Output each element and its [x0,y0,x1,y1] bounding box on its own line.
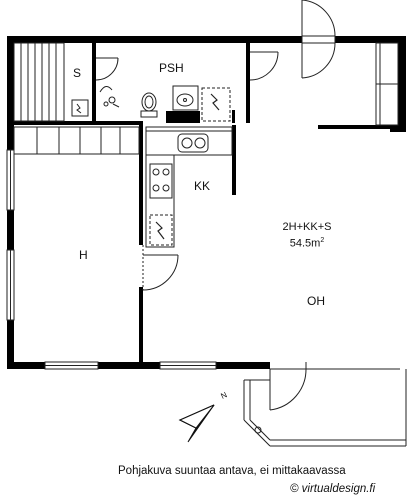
room-label-bathroom: PSH [159,61,184,75]
shower-icon [99,86,120,108]
apartment-area: 54.5m2 [270,234,344,251]
interior-walls [14,43,398,362]
apartment-type: 2H+KK+S [282,221,332,233]
windows [6,149,217,370]
sauna-benches [13,42,65,122]
area-unit: m [311,237,321,250]
washbasin-icon [172,85,199,111]
area-exponent: 2 [320,237,325,244]
footer-disclaimer: Pohjakuva suuntaa antava, ei mittakaavas… [118,465,346,477]
room-label-bedroom: H [79,248,88,262]
balcony [243,368,407,447]
bedroom-door [142,245,179,291]
kitchen-sink-icon [177,133,209,153]
sauna-stove-icon [71,99,89,117]
entrance-door [301,0,336,79]
hall-wardrobe [375,42,399,126]
exterior-walls [7,36,406,369]
stove-icon [149,163,173,199]
footer-credit: © virtualdesign.fi [290,483,376,495]
room-label-kitchen: KK [194,179,211,193]
compass-icon [178,404,215,443]
room-label-sauna: S [73,66,82,80]
apartment-info: 2H+KK+S 54.5m2 [270,221,344,251]
balcony-door [269,362,307,411]
sauna-door [95,57,119,81]
toilet-icon [140,92,158,118]
area-number: 54.5 [289,237,312,250]
bedroom-wardrobes [13,126,140,155]
bathroom-door [249,51,279,81]
fridge-icon [149,214,173,246]
room-label-living-room: OH [307,294,325,308]
bathroom-cabinet [201,87,231,122]
